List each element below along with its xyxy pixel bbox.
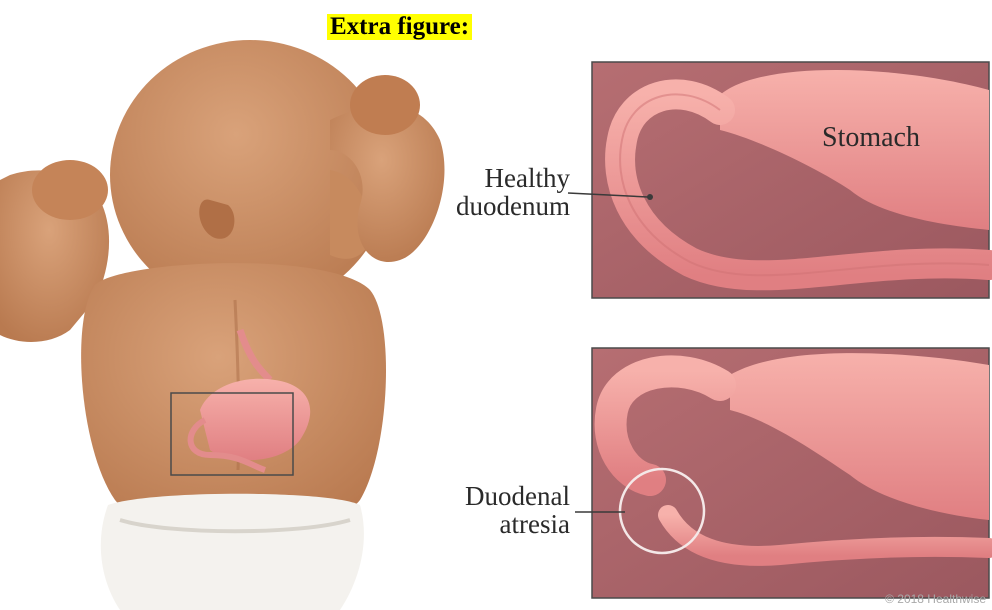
atresia-label-line2: atresia [430, 510, 570, 538]
healthy-label-line1: Healthy [430, 164, 570, 192]
copyright-credit: © 2018 Healthwise [885, 592, 986, 606]
atresia-label-line1: Duodenal [430, 482, 570, 510]
healthy-label-line2: duodenum [430, 192, 570, 220]
baby-figure [0, 40, 444, 610]
atresia-panel [592, 348, 989, 598]
stomach-label: Stomach [822, 122, 920, 154]
healthy-duodenum-label: Healthy duodenum [430, 164, 570, 220]
healthy-panel [592, 62, 989, 298]
duodenal-atresia-label: Duodenal atresia [430, 482, 570, 538]
